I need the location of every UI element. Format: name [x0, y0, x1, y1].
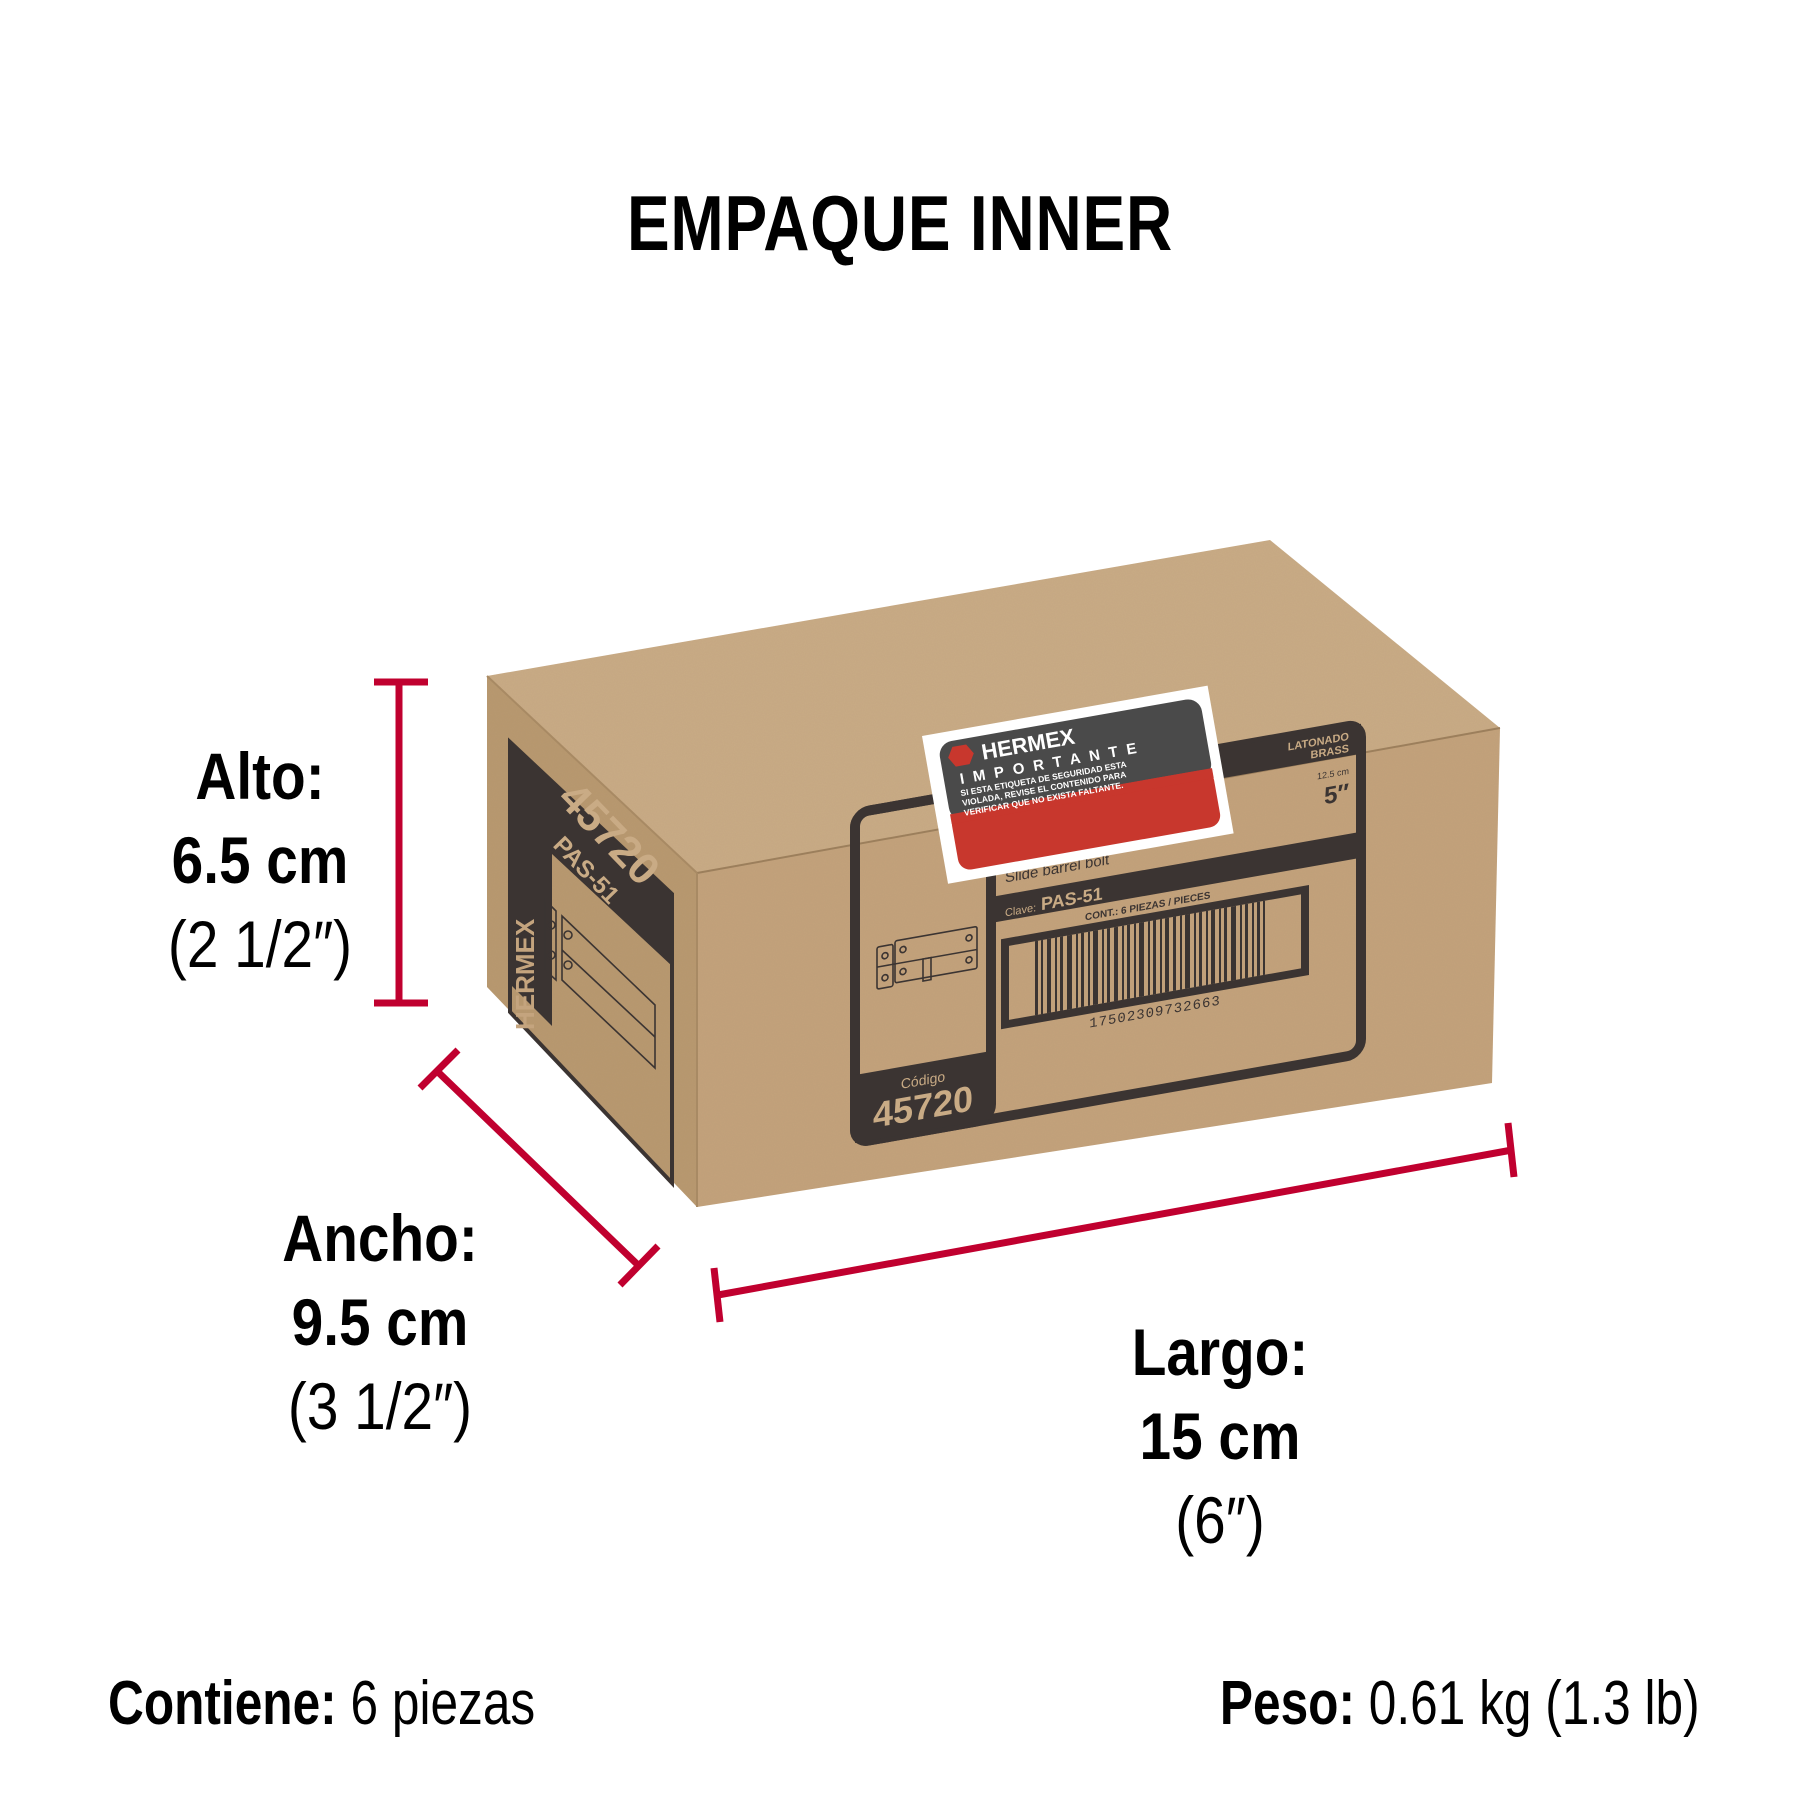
security-seal: HERMEX IMPORTANTE SI ESTA ETIQUETA DE SE…: [922, 685, 1234, 884]
length-heading: Largo:: [1131, 1315, 1309, 1389]
weight-info: Peso: 0.61 kg (1.3 lb): [1220, 1668, 1700, 1739]
code-label: Código: [901, 1068, 945, 1092]
length-dimension-line: [710, 1122, 1518, 1323]
side-brand: HERMEX: [510, 918, 540, 1030]
hermex-keyhole-icon: [948, 744, 974, 767]
height-dimension-line: [374, 678, 428, 1007]
side-bolt-drawing: [544, 898, 656, 1070]
size-imperial: 5″: [1324, 779, 1349, 810]
length-label: Largo: 15 cm (6″): [1100, 1310, 1341, 1562]
weight-value: 0.61 kg (1.3 lb): [1369, 1669, 1700, 1738]
front-bolt-drawing: [876, 925, 978, 990]
contents-value: 6 piezas: [350, 1669, 536, 1738]
weight-label: Peso:: [1220, 1669, 1356, 1738]
length-imperial: (6″): [1175, 1483, 1265, 1557]
height-imperial: (2 1/2″): [167, 907, 353, 981]
height-heading: Alto:: [195, 739, 325, 813]
key-label: Clave:: [1005, 902, 1036, 919]
height-metric: 6.5 cm: [171, 823, 349, 897]
width-imperial: (3 1/2″): [287, 1369, 473, 1443]
page-title: EMPAQUE INNER: [626, 179, 1174, 267]
length-metric: 15 cm: [1139, 1399, 1301, 1473]
contents-info: Contiene: 6 piezas: [108, 1668, 535, 1739]
width-label: Ancho: 9.5 cm (3 1/2″): [260, 1196, 501, 1448]
height-label: Alto: 6.5 cm (2 1/2″): [140, 734, 381, 986]
width-metric: 9.5 cm: [291, 1285, 469, 1359]
width-heading: Ancho:: [282, 1201, 478, 1275]
barcode: [1035, 900, 1265, 1016]
contents-label: Contiene:: [108, 1669, 337, 1738]
width-dimension-line: [417, 1047, 661, 1288]
